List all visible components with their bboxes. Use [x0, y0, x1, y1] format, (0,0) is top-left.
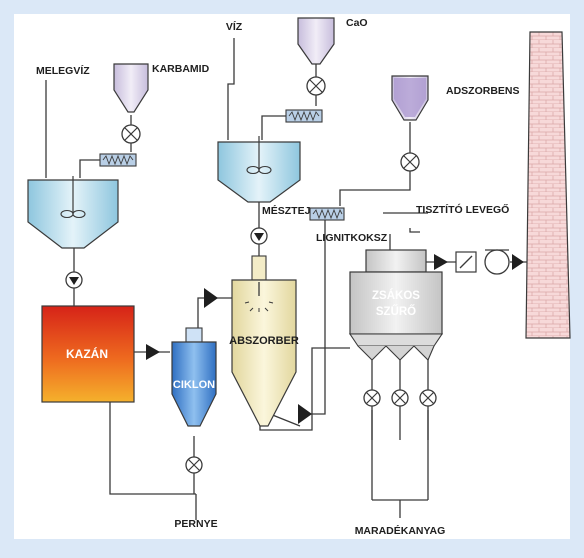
mixer-impeller-icon — [246, 165, 272, 175]
rotary-valve-icon — [400, 152, 420, 172]
pipes — [45, 38, 530, 520]
label-tisztito-levego: TISZTÍTÓ LEVEGŐ — [416, 203, 509, 216]
zsakos-szuro-bag-filter — [348, 249, 444, 361]
diagram-panel — [14, 14, 570, 539]
label-melegviz: MELEGVÍZ — [36, 64, 90, 77]
label-viz: VÍZ — [226, 20, 243, 33]
rotary-valve-icon — [185, 456, 203, 474]
chimney-stack — [525, 31, 571, 339]
flow-arrow-icon — [434, 254, 448, 270]
screw-conveyor-icon — [285, 109, 323, 123]
rotary-valve-icon — [419, 389, 437, 407]
flow-arrow-icon — [146, 344, 160, 360]
karbamid-hopper — [113, 63, 149, 113]
rotary-valve-icon — [363, 389, 381, 407]
abszorber-tower — [231, 255, 297, 427]
label-karbamid: KARBAMID — [152, 63, 210, 75]
screw-conveyor-icon — [309, 207, 345, 221]
screw-conveyor-icon — [99, 153, 137, 167]
label-szuro: SZŰRŐ — [376, 305, 416, 318]
label-ciklon: CIKLON — [173, 379, 215, 391]
damper-icon — [455, 251, 477, 273]
rotary-valve-icon — [306, 76, 326, 96]
ciklon-cyclone — [171, 327, 217, 427]
cao-hopper — [297, 17, 335, 65]
rotary-valve-icon — [121, 124, 141, 144]
label-abszorber: ABSZORBER — [229, 335, 299, 347]
label-lignitkoksz: LIGNITKOKSZ — [316, 232, 388, 244]
mesztej-mixer-tank — [217, 136, 301, 203]
label-pernye: PERNYE — [174, 518, 217, 530]
flow-arrow-icon — [298, 404, 312, 424]
mixer-impeller-icon — [60, 209, 86, 219]
rotary-valve-icon — [391, 389, 409, 407]
kazan-boiler — [41, 305, 135, 403]
flow-arrow-icon — [204, 288, 218, 308]
label-kazan: KAZÁN — [66, 346, 108, 361]
spray-nozzle-icon — [244, 282, 274, 312]
label-mesztej: MÉSZTEJ — [262, 204, 311, 217]
pump-icon — [65, 271, 83, 289]
adszorbens-hopper — [391, 75, 429, 121]
label-adszorbens: ADSZORBENS — [446, 85, 520, 97]
label-cao: CaO — [346, 17, 368, 29]
label-zsakos: ZSÁKOS — [372, 289, 420, 302]
fan-icon — [484, 249, 510, 275]
pump-icon — [250, 227, 268, 245]
flow-arrow-icon — [512, 254, 524, 270]
label-maradekanyag: MARADÉKANYAG — [355, 524, 446, 537]
